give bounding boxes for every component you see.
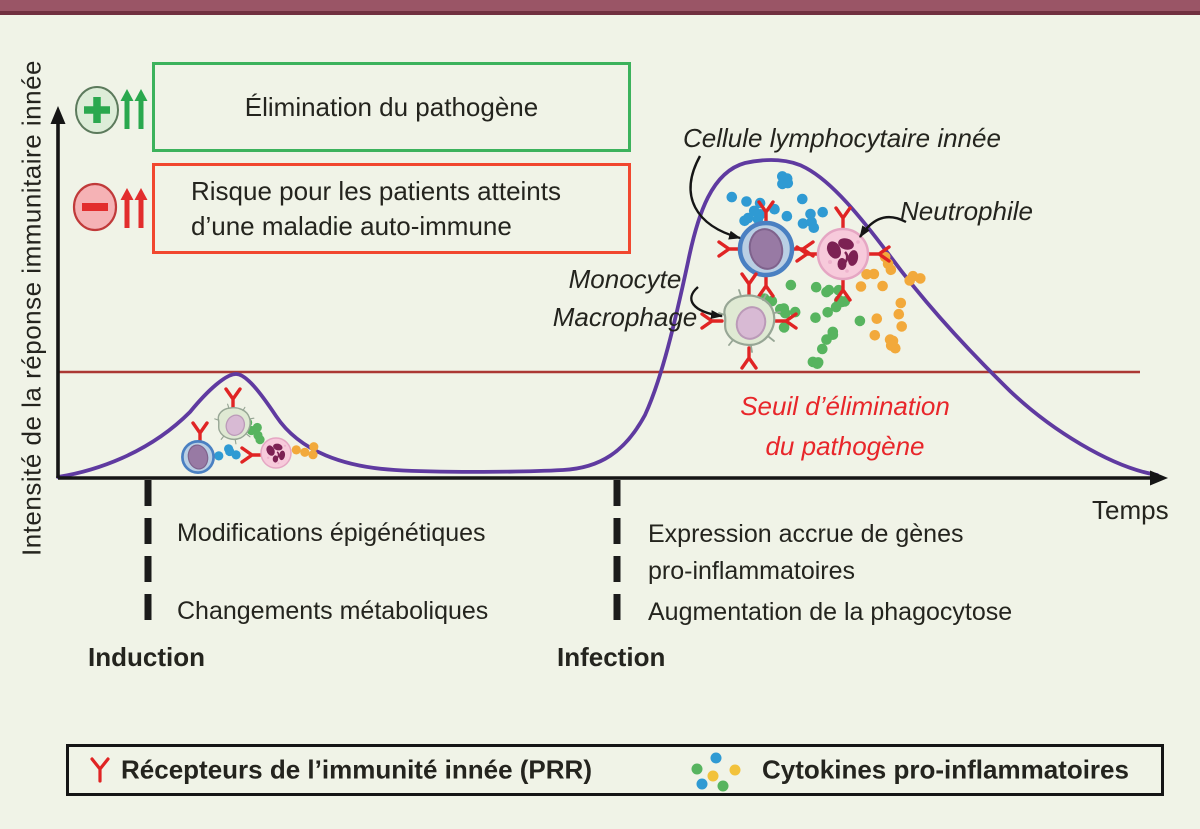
top-accent-bar xyxy=(0,0,1200,15)
annotation-arrows xyxy=(689,155,907,320)
y-receptor-icon xyxy=(90,757,110,783)
negative-outcome-box: Risque pour les patients atteints d’une … xyxy=(152,163,631,254)
induction-item-metabolic: Changements métaboliques xyxy=(177,597,489,625)
x-axis xyxy=(58,470,1168,486)
infection-item-genes-line1: Expression accrue de gènes xyxy=(648,520,964,548)
infection-item-phagocytosis: Augmentation de la phagocytose xyxy=(648,598,1013,626)
neutrophil-label: Neutrophile xyxy=(900,196,1033,226)
double-up-arrow-red-icon xyxy=(121,188,148,228)
negative-outcome-line2: d’une maladie auto-immune xyxy=(191,210,512,241)
positive-outcome-label: Élimination du pathogène xyxy=(244,91,539,122)
legend: Récepteurs de l’immunité innée (PRR) Cyt… xyxy=(66,744,1164,796)
threshold-label: Seuil d’élimination du pathogène xyxy=(695,386,995,466)
monocyte-macrophage-label: Monocyte Macrophage xyxy=(545,260,705,336)
negative-outcome-line1: Risque pour les patients atteints xyxy=(191,175,561,206)
x-axis-label: Temps xyxy=(1092,495,1169,525)
ilc-label: Cellule lymphocytaire innée xyxy=(683,123,1001,153)
threshold-label-line2: du pathogène xyxy=(765,431,925,461)
double-up-arrow-green-icon xyxy=(121,89,148,129)
monocyte-label-line: Monocyte xyxy=(568,264,682,294)
induction-title: Induction xyxy=(88,642,205,672)
immune-response-curve xyxy=(56,158,1159,479)
infection-item-genes-line2: pro-inflammatoires xyxy=(648,557,856,585)
minus-circle-icon xyxy=(72,182,118,232)
cytokine-dots-icon xyxy=(691,752,741,792)
positive-outcome-box: Élimination du pathogène xyxy=(152,62,631,152)
plus-circle-icon xyxy=(75,86,119,134)
infection-title: Infection xyxy=(557,642,666,672)
monocyte-macrophage-cell xyxy=(702,274,796,368)
legend-receptor-label: Récepteurs de l’immunité innée (PRR) xyxy=(121,754,592,785)
y-axis xyxy=(50,106,66,478)
legend-cytokine-label: Cytokines pro-inflammatoires xyxy=(762,754,1129,785)
macrophage-label-line: Macrophage xyxy=(552,302,698,332)
y-axis-label: Intensité de la réponse immunitaire inné… xyxy=(16,60,47,557)
induction-item-epigenetic: Modifications épigénétiques xyxy=(177,519,486,547)
threshold-label-line1: Seuil d’élimination xyxy=(740,391,950,421)
